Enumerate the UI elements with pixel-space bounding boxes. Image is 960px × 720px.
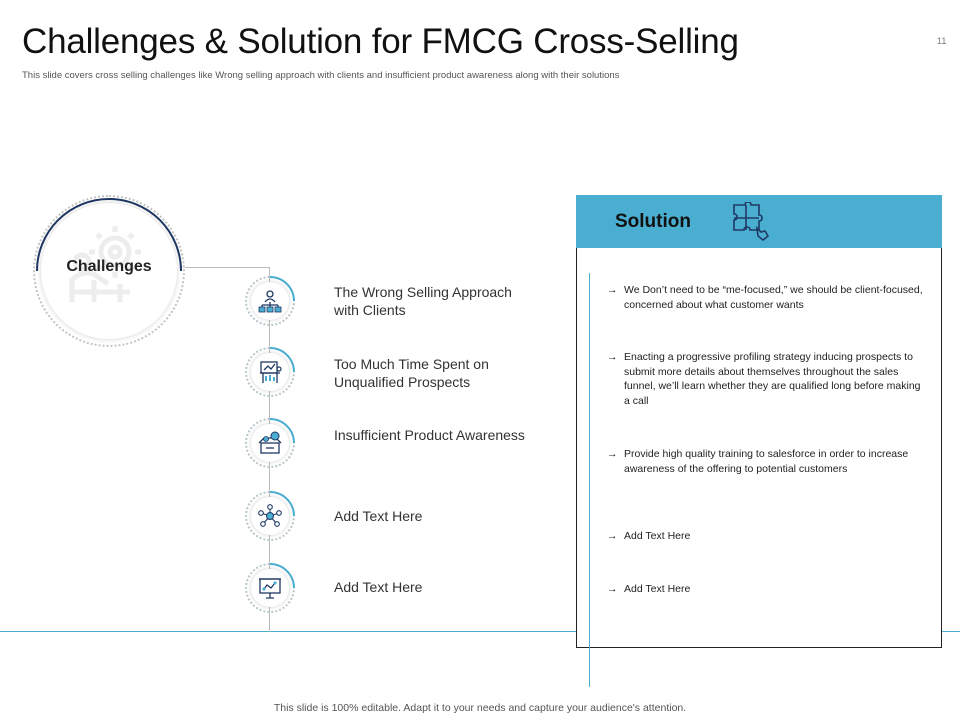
solution-item: → Add Text Here: [607, 529, 927, 544]
solution-item: → We Don’t need to be “me-focused,” we s…: [607, 283, 927, 312]
solution-item-text: Enacting a progressive profiling strateg…: [624, 351, 921, 407]
challenge-item-arc: [269, 563, 295, 589]
arrow-icon: →: [607, 583, 618, 595]
challenges-circle-ring: [33, 195, 185, 347]
presentation-board-icon: [260, 361, 282, 383]
solution-item-text: Add Text Here: [624, 530, 691, 542]
challenge-item-label: The Wrong Selling Approach with Clients: [334, 284, 512, 318]
solution-item-text: We Don’t need to be “me-focused,” we sho…: [624, 284, 923, 311]
gear-person-icon: [69, 226, 141, 302]
solution-item: → Enacting a progressive profiling strat…: [607, 350, 927, 408]
challenge-item-label: Add Text Here: [334, 508, 423, 524]
solution-item: → Provide high quality training to sales…: [607, 447, 927, 476]
network-hub-icon: [258, 504, 282, 527]
solution-item-text: Add Text Here: [624, 583, 691, 595]
challenge-item-circle: [251, 282, 289, 320]
challenges-heading: Challenges: [66, 258, 152, 275]
solution-item: → Add Text Here: [607, 582, 927, 597]
org-chart-person-icon: [258, 290, 282, 313]
challenges-circle-arc: [36, 198, 182, 272]
challenge-item-circle: [251, 353, 289, 391]
arrow-icon: →: [607, 351, 618, 363]
challenge-item-arc: [269, 418, 295, 444]
challenge-item-arc: [269, 491, 295, 517]
divider-line: [0, 631, 960, 632]
slide-title: Challenges & Solution for FMCG Cross-Sel…: [22, 22, 739, 61]
connector-horizontal: [185, 267, 269, 268]
challenge-item-arc: [269, 276, 295, 302]
slide-subtitle: This slide covers cross selling challeng…: [22, 70, 620, 81]
page-number: 11: [937, 36, 947, 46]
slide-footer: This slide is 100% editable. Adapt it to…: [273, 702, 687, 714]
arrow-icon: →: [607, 448, 618, 460]
arrow-icon: →: [607, 530, 618, 542]
solution-heading: Solution: [615, 211, 691, 232]
puzzle-icon: [733, 202, 770, 242]
challenge-item-arc: [269, 347, 295, 373]
challenge-item-label: Insufficient Product Awareness: [334, 427, 525, 443]
arrow-icon: →: [607, 284, 618, 296]
solution-vertical-line: [589, 273, 590, 687]
solution-panel: [576, 247, 942, 648]
strategy-board-icon: [259, 578, 281, 599]
money-box-icon: [258, 431, 282, 454]
challenges-circle: [41, 203, 177, 339]
challenge-item-label: Too Much Time Spent on Unqualified Prosp…: [334, 356, 489, 390]
challenge-item-label: Add Text Here: [334, 579, 423, 595]
solution-item-text: Provide high quality training to salesfo…: [624, 448, 909, 475]
